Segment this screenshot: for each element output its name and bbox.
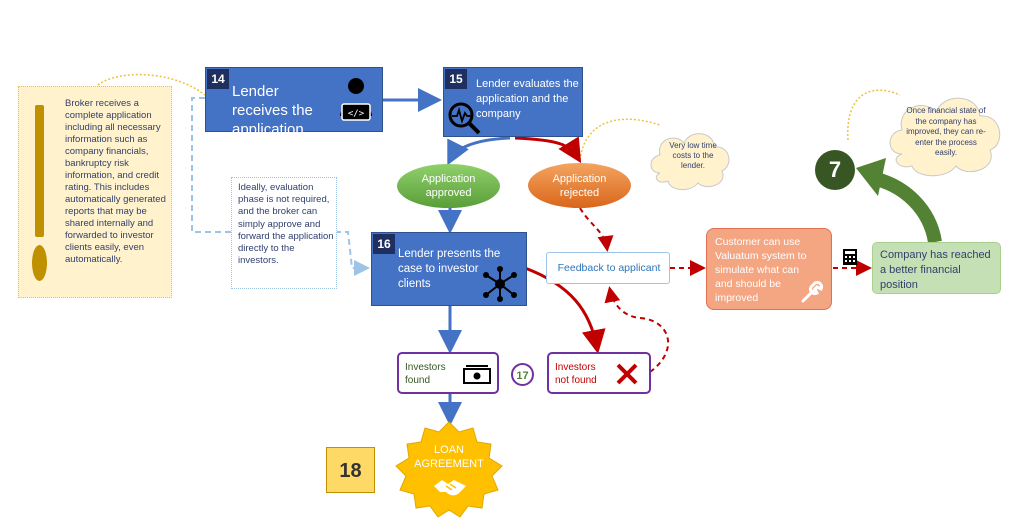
callout-low-cost bbox=[579, 118, 661, 161]
customer-simulation-box: Customer can use Valuatum system to simu… bbox=[706, 228, 832, 310]
developer-icon: </> bbox=[340, 78, 372, 121]
arrow-green-head bbox=[856, 158, 886, 196]
network-icon bbox=[483, 266, 517, 302]
broker-indicator-dot bbox=[32, 245, 47, 281]
application-rejected-oval: Application rejected bbox=[528, 163, 631, 208]
investors-found-box: Investors found bbox=[397, 352, 499, 394]
step-16-number: 16 bbox=[373, 234, 395, 254]
arrow-notfound-feedback bbox=[604, 286, 670, 373]
calculator-icon bbox=[843, 249, 857, 265]
investors-found-text: Investors found bbox=[405, 362, 446, 386]
cloud-reenter-text: Once financial state of the company has … bbox=[906, 106, 986, 157]
step-17-circle: 17 bbox=[511, 363, 534, 386]
feedback-text: Feedback to applicant bbox=[557, 262, 661, 274]
step-14-number: 14 bbox=[207, 69, 229, 89]
step-15-box: 15 Lender evaluates the application and … bbox=[443, 67, 583, 137]
investors-not-found-box: Investors not found bbox=[547, 352, 651, 394]
broker-indicator-bar bbox=[35, 105, 44, 237]
arrow-rejected-feedback bbox=[579, 207, 614, 252]
step-14-box: 14 Lender receives the application </> bbox=[205, 67, 383, 138]
loan-badge-text: LOAN AGREEMENT bbox=[414, 444, 484, 470]
step-18-box: 18 bbox=[326, 447, 375, 493]
close-x-icon bbox=[616, 363, 638, 385]
step-15-label: Lender evaluates the application and the… bbox=[476, 78, 579, 120]
company-better-box: Company has reached a better financial p… bbox=[872, 242, 1001, 294]
investors-not-found-text: Investors not found bbox=[555, 362, 597, 386]
step-14-label: Lender receives the application bbox=[232, 83, 313, 138]
company-better-text: Company has reached a better financial p… bbox=[880, 249, 991, 291]
arrow-to-rejected bbox=[514, 136, 582, 164]
ideal-note-text: Ideally, evaluation phase is not require… bbox=[238, 182, 334, 267]
money-icon bbox=[463, 365, 491, 384]
loan-badge-shape bbox=[395, 421, 503, 518]
cloud-low-cost-shape bbox=[650, 133, 730, 190]
customer-simulation-text: Customer can use Valuatum system to simu… bbox=[715, 236, 807, 304]
arrow-16-notfound bbox=[524, 266, 606, 354]
step-15-number: 15 bbox=[445, 69, 467, 89]
analysis-icon bbox=[448, 102, 481, 135]
application-approved-oval: Application approved bbox=[397, 164, 500, 208]
svg-text:</>: </> bbox=[348, 109, 365, 119]
broker-note-text: Broker receives a complete application i… bbox=[65, 98, 166, 265]
callout-broker bbox=[94, 73, 206, 96]
step-16-box: 16 Lender presents the case to investor … bbox=[371, 232, 527, 306]
step-16-label: Lender presents the case to investor cli… bbox=[398, 248, 501, 290]
ideal-note: Ideally, evaluation phase is not require… bbox=[231, 177, 337, 289]
arrow-to-approved bbox=[447, 136, 511, 166]
arrow-green-to-7 bbox=[870, 171, 942, 244]
step-7-circle: 7 bbox=[815, 150, 855, 190]
cloud-reenter-shape bbox=[889, 97, 1001, 177]
feedback-box: Feedback to applicant bbox=[546, 252, 670, 284]
wrench-icon bbox=[801, 281, 823, 303]
callout-reenter bbox=[847, 89, 901, 141]
broker-note: Broker receives a complete application i… bbox=[18, 86, 172, 298]
cloud-low-cost-text: Very low time costs to the lender. bbox=[669, 141, 717, 170]
handshake-icon bbox=[434, 480, 466, 496]
